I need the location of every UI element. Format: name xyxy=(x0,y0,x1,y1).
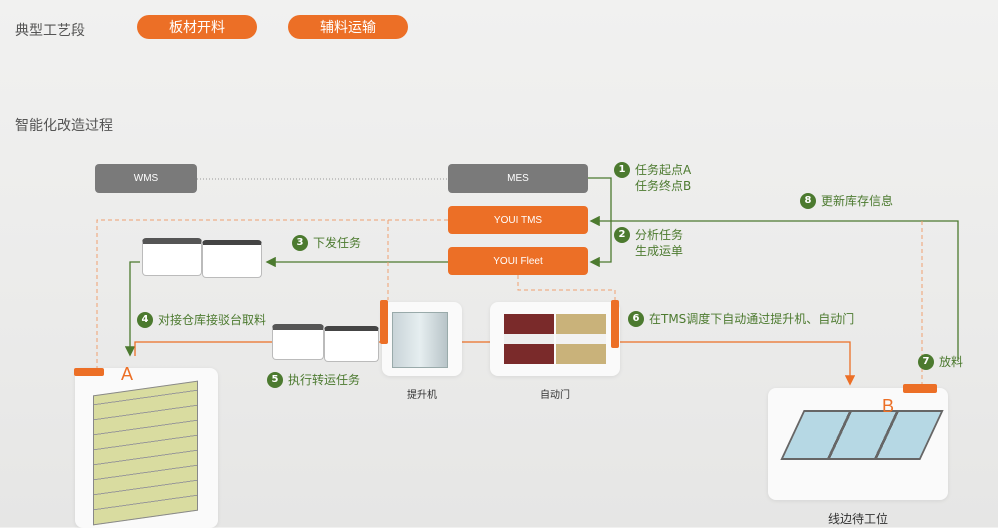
step-text: 任务终点B xyxy=(635,179,692,193)
step-number: 3 xyxy=(292,235,308,251)
step-text: 在TMS调度下自动通过提升机、自动门 xyxy=(649,312,855,326)
door-label: 自动门 xyxy=(540,390,570,401)
agv-robot-image xyxy=(142,230,262,280)
step-text: 对接仓库接驳台取料 xyxy=(158,313,267,327)
lift-label: 提升机 xyxy=(407,390,437,401)
rack-image xyxy=(93,380,198,526)
step-2: 2 分析任务生成运单 xyxy=(614,227,683,259)
station-label: 线边待工位 xyxy=(827,512,888,526)
door-marker xyxy=(611,300,619,348)
door-card xyxy=(490,302,620,376)
step-number: 8 xyxy=(800,193,816,209)
step-text: 放料 xyxy=(939,355,964,369)
step-number: 4 xyxy=(137,312,153,328)
door-image xyxy=(504,314,554,364)
step-6: 6 在TMS调度下自动通过提升机、自动门 xyxy=(628,311,854,327)
step-number: 5 xyxy=(267,372,283,388)
point-a-label: A xyxy=(121,364,134,384)
mes-box: MES xyxy=(448,164,588,193)
step-1: 1 任务起点A 任务终点B xyxy=(614,162,691,194)
agv-robot-image xyxy=(272,318,380,364)
point-a-marker xyxy=(74,368,104,376)
step-text: 任务起点A xyxy=(635,163,692,177)
step-text: 更新库存信息 xyxy=(821,194,894,208)
step-text: 分析任务 xyxy=(635,228,684,242)
fleet-box: YOUI Fleet xyxy=(448,247,588,275)
step-number: 7 xyxy=(918,354,934,370)
step-text: 生成运单 xyxy=(635,244,684,258)
station-image xyxy=(780,410,944,460)
section-title-upgrade: 智能化改造过程 xyxy=(15,118,113,134)
lift-image xyxy=(392,312,448,368)
lift-marker xyxy=(380,300,388,344)
wms-box: WMS xyxy=(95,164,197,193)
step-number: 1 xyxy=(614,162,630,178)
step-8: 8 更新库存信息 xyxy=(800,193,893,209)
point-b-marker xyxy=(903,384,937,393)
step-5: 5 执行转运任务 xyxy=(267,372,360,388)
step-4: 4 对接仓库接驳台取料 xyxy=(137,312,266,328)
step-3: 3 下发任务 xyxy=(292,235,361,251)
step-number: 6 xyxy=(628,311,644,327)
line-station-card xyxy=(768,388,948,500)
section-title-process: 典型工艺段 xyxy=(15,23,85,39)
warehouse-rack-card xyxy=(75,368,218,528)
tms-box: YOUI TMS xyxy=(448,206,588,234)
step-7: 7 放料 xyxy=(918,354,963,370)
step-text: 执行转运任务 xyxy=(288,373,361,387)
point-b-label: B xyxy=(882,396,895,416)
step-number: 2 xyxy=(614,227,630,243)
lift-card xyxy=(382,302,462,376)
pill-material-transport[interactable]: 辅料运输 xyxy=(288,15,408,39)
pill-board-cutting[interactable]: 板材开料 xyxy=(137,15,257,39)
step-text: 下发任务 xyxy=(313,236,362,250)
